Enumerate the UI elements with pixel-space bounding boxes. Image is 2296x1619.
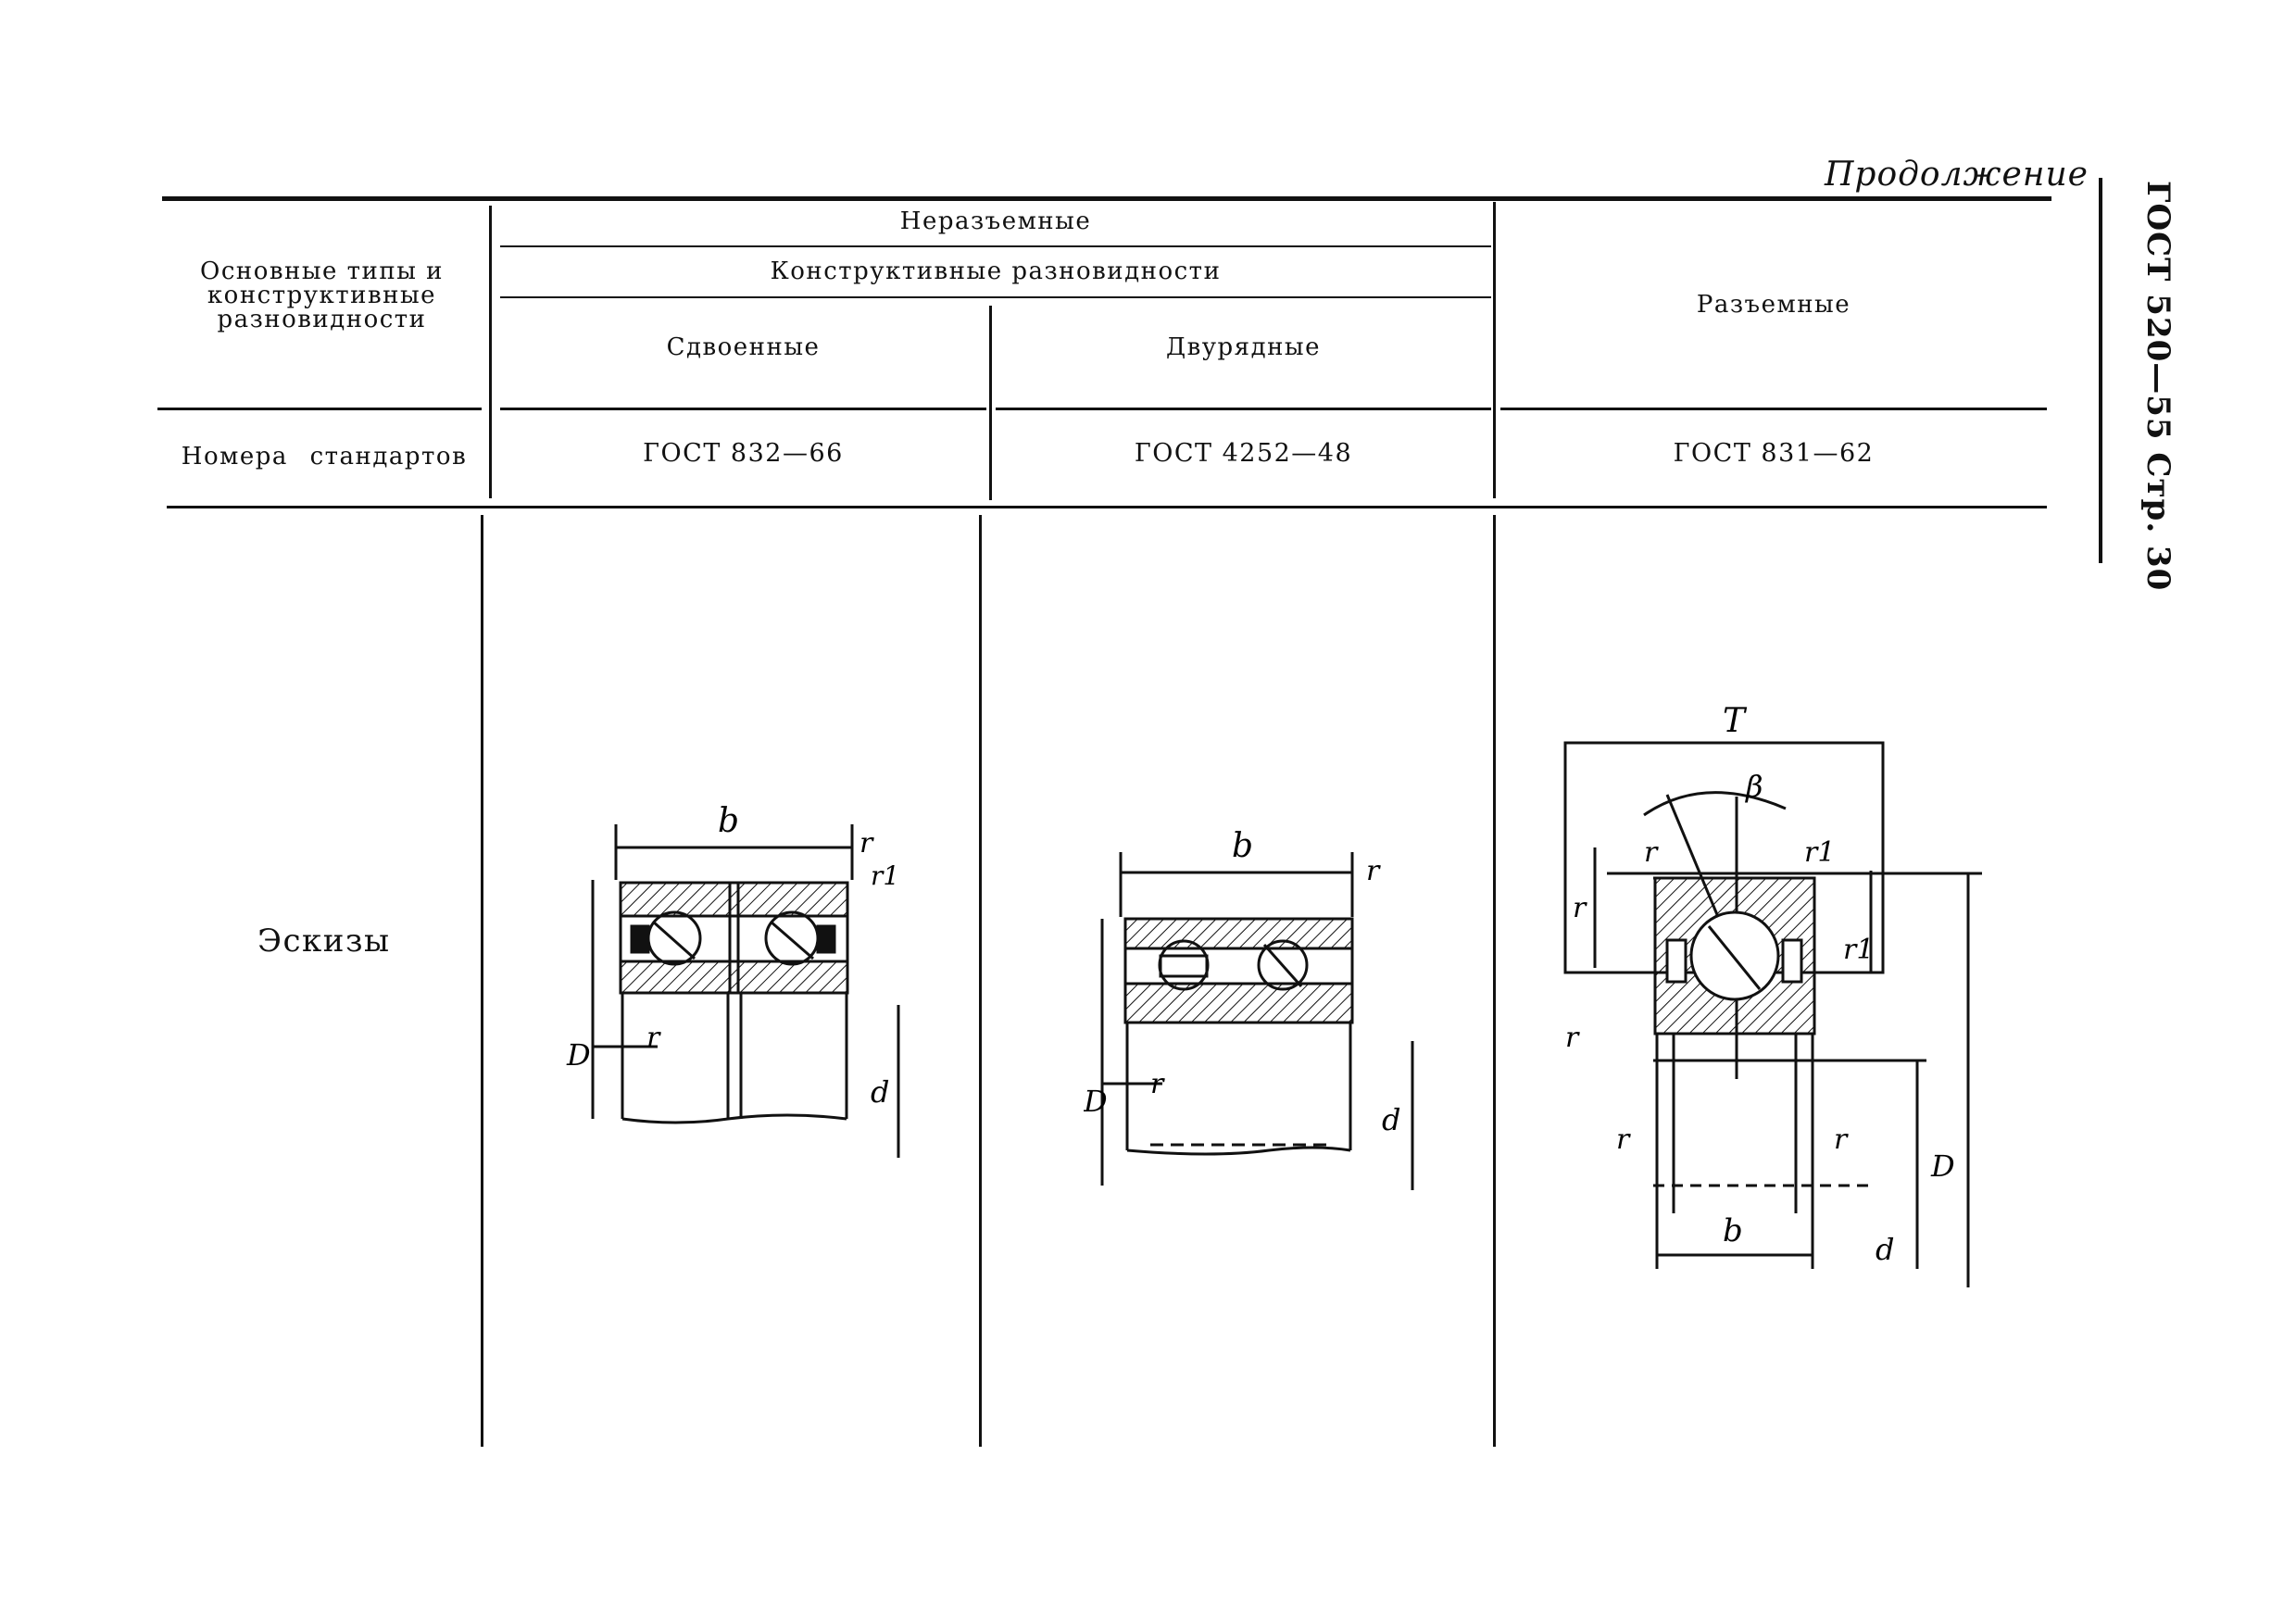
side-rule <box>2099 178 2102 563</box>
label-r-bottom: r <box>1150 1068 1165 1100</box>
label-r-mid: r <box>1565 1022 1580 1054</box>
label-r-left: r <box>1573 892 1587 924</box>
header-separable: Разъемные <box>1696 291 1851 319</box>
col-divider-2-top <box>989 306 992 500</box>
angle-arc <box>1643 791 1787 817</box>
side-header-text: ГОСТ 520—55 Стр. 30 <box>2139 181 2177 592</box>
continuation-label: Продолжение <box>1825 156 2089 194</box>
label-r1-top: r1 <box>1804 836 1835 869</box>
label-D: D <box>1084 1084 1108 1119</box>
row-standards-label: Номера стандартов <box>181 443 468 471</box>
col-divider-2 <box>979 515 982 1447</box>
row-sketches-label: Эскизы <box>257 922 391 960</box>
col-divider-1-top <box>489 206 492 498</box>
label-r-bottom-right: r <box>1834 1123 1849 1156</box>
label-b: b <box>718 802 739 840</box>
label-r-top: r <box>1644 836 1659 869</box>
header-paired: Сдвоенные <box>666 333 821 361</box>
header-variants: Конструктивные разновидности <box>770 257 1222 285</box>
label-D: D <box>1930 1148 1955 1184</box>
rule-header-col4 <box>1500 408 2047 410</box>
row-header-types: Основные типы и конструктивные разновидн… <box>200 257 444 333</box>
label-d: d <box>1876 1232 1894 1267</box>
label-r-top: r <box>1366 855 1381 887</box>
rule-header-col3 <box>996 408 1491 410</box>
rule-under-variants <box>500 296 1491 298</box>
label-T: T <box>1723 702 1748 740</box>
label-r-bottom-left: r <box>1616 1123 1631 1156</box>
sketch-paired-bearing: b r r1 r D d <box>566 802 900 1158</box>
table-top-rule <box>162 196 2051 201</box>
label-b: b <box>1232 827 1253 865</box>
std-paired: ГОСТ 832—66 <box>643 439 844 468</box>
rule-under-nonseparable <box>500 245 1491 247</box>
label-d: d <box>871 1074 889 1110</box>
label-b: b <box>1723 1212 1743 1249</box>
col-divider-3-top <box>1493 202 1496 498</box>
std-double-row: ГОСТ 4252—48 <box>1134 439 1353 468</box>
label-d: d <box>1382 1102 1400 1137</box>
label-beta: β <box>1745 769 1763 804</box>
sketch-double-row-bearing: b r r D d <box>1084 827 1414 1190</box>
header-double-row: Двурядные <box>1165 333 1322 361</box>
rule-header-col2 <box>500 408 986 410</box>
side-header: ГОСТ 520—55 Стр. 30 <box>2139 181 2182 591</box>
col-divider-3 <box>1493 515 1496 1447</box>
std-separable: ГОСТ 831—62 <box>1673 439 1875 468</box>
label-r-top: r <box>859 827 874 860</box>
label-r1: r1 <box>871 860 899 891</box>
label-r1-right: r1 <box>1843 934 1874 966</box>
col-divider-1 <box>481 515 483 1447</box>
header-nonseparable: Неразъемные <box>899 207 1092 235</box>
rule-under-standards <box>167 506 2047 508</box>
label-D: D <box>566 1037 591 1073</box>
sketch-separable-bearing: T β r r r1 r1 r r r b D d <box>1563 702 1982 1287</box>
label-r-bottom: r <box>646 1022 661 1054</box>
rule-header-col1 <box>157 408 482 410</box>
